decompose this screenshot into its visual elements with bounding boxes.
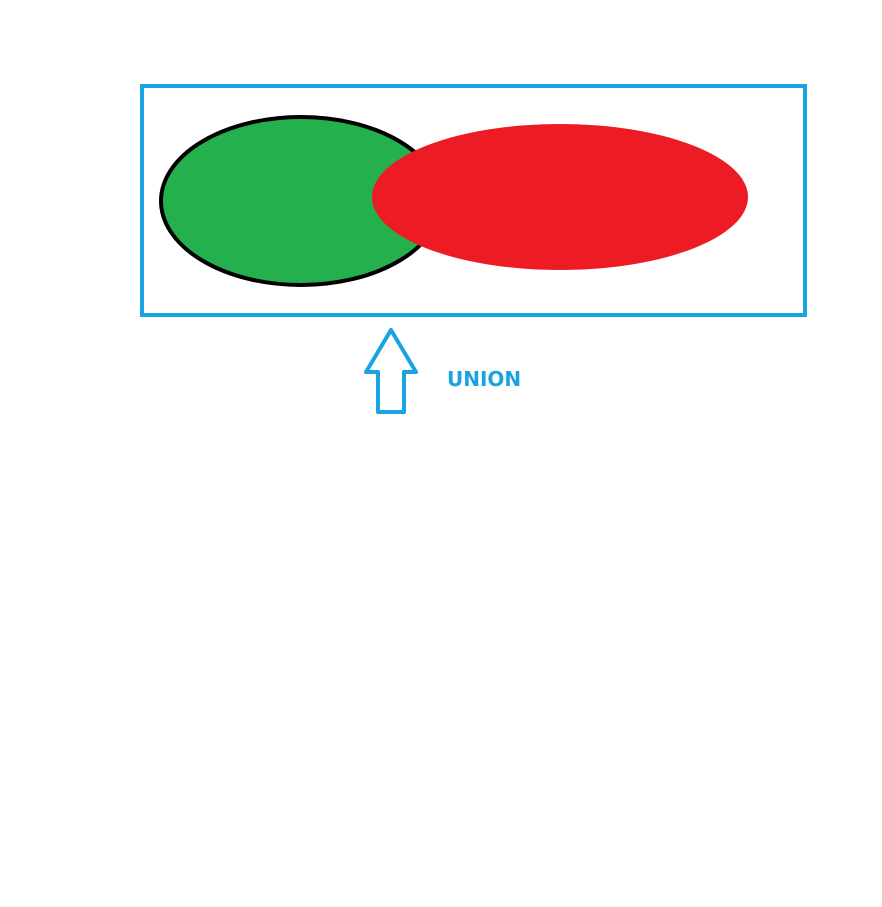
union-frame — [140, 84, 807, 317]
set-b-red-ellipse — [372, 124, 748, 270]
up-arrow-icon — [364, 328, 418, 414]
union-label: UNION — [447, 367, 522, 391]
